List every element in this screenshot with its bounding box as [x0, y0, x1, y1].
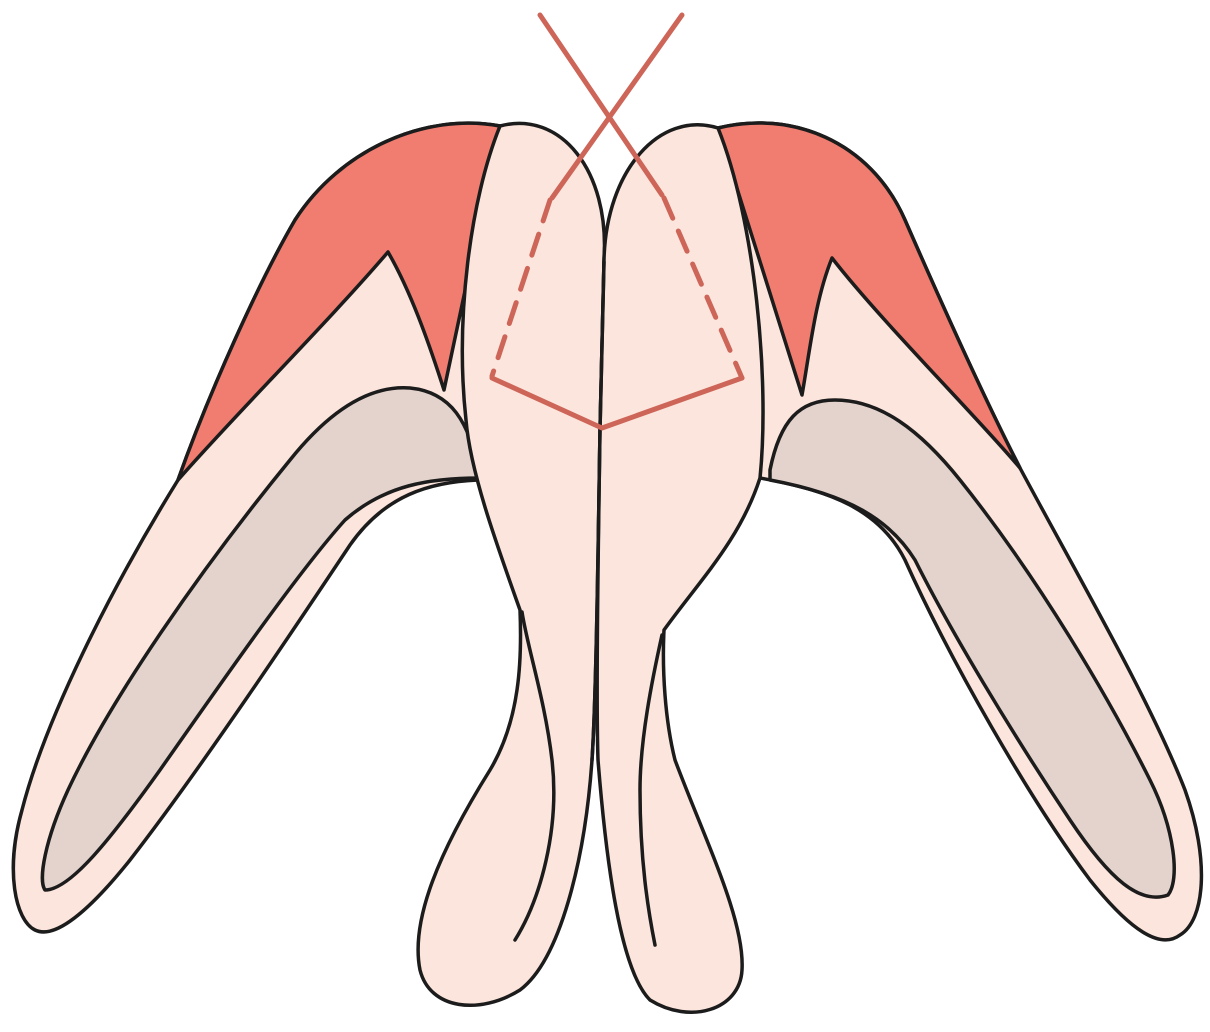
right-medial-crus	[597, 125, 763, 1012]
